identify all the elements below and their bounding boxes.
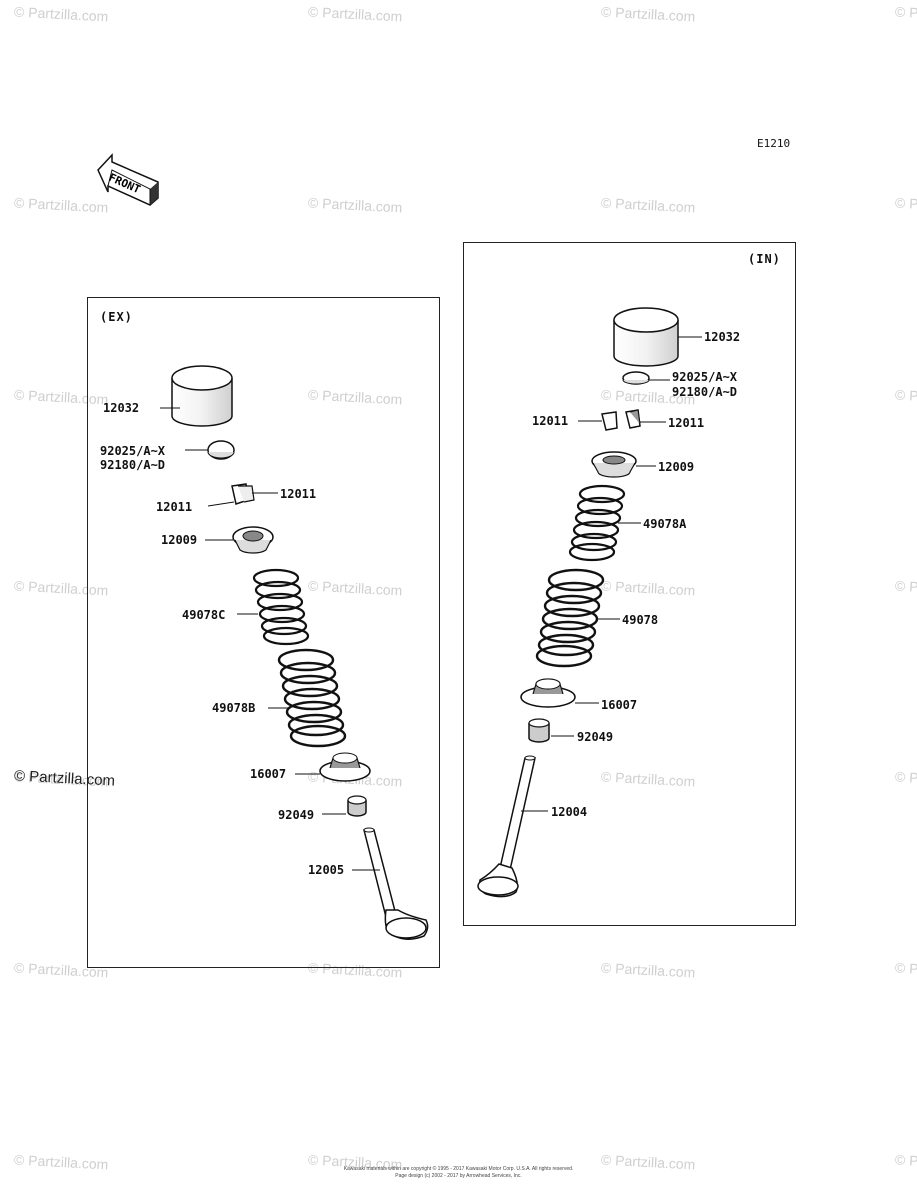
part-label-ex-12032[interactable]: 12032 <box>103 401 140 415</box>
in-valve-icon <box>477 755 536 898</box>
part-label-in-92025[interactable]: 92025/A~X <box>672 370 738 384</box>
in-valve-stem-seal-icon <box>528 718 550 743</box>
part-label-in-12011-right[interactable]: 12011 <box>668 416 705 430</box>
part-label-ex-12011-right[interactable]: 12011 <box>280 487 317 501</box>
ex-shim-icon <box>207 440 235 460</box>
part-label-in-12004[interactable]: 12004 <box>551 805 588 819</box>
part-label-ex-92025[interactable]: 92025/A~X <box>100 444 166 458</box>
ex-tappet-icon <box>171 365 233 427</box>
exhaust-panel <box>87 297 440 968</box>
part-label-ex-92049[interactable]: 92049 <box>278 808 315 822</box>
in-tappet-icon <box>613 307 679 367</box>
copyright-notice: Kawasaki materials within are copyright … <box>0 1166 917 1180</box>
part-label-in-12011-left[interactable]: 12011 <box>532 414 569 428</box>
diagram-ref-code: E1210 <box>757 137 791 150</box>
part-label-in-49078a[interactable]: 49078A <box>643 517 687 531</box>
part-label-in-16007[interactable]: 16007 <box>601 698 638 712</box>
ex-valve-stem-seal-icon <box>347 795 367 817</box>
ex-spring-seat-icon <box>319 752 371 782</box>
part-label-in-49078[interactable]: 49078 <box>622 613 659 627</box>
part-label-ex-92180[interactable]: 92180/A~D <box>100 458 166 472</box>
in-shim-icon <box>622 371 650 385</box>
ex-inner-spring-icon <box>252 568 310 646</box>
part-label-ex-12009[interactable]: 12009 <box>161 533 198 547</box>
part-label-ex-12005[interactable]: 12005 <box>308 863 345 877</box>
part-label-in-92049[interactable]: 92049 <box>577 730 614 744</box>
part-label-ex-16007[interactable]: 16007 <box>250 767 287 781</box>
part-label-in-12032[interactable]: 12032 <box>704 330 741 344</box>
part-label-in-92180[interactable]: 92180/A~D <box>672 385 738 399</box>
copyright-line: Kawasaki materials within are copyright … <box>343 1166 574 1172</box>
in-inner-spring-icon <box>568 484 626 562</box>
ex-keeper-icon <box>231 483 255 505</box>
ex-valve-icon <box>363 827 429 940</box>
part-label-ex-49078c[interactable]: 49078C <box>182 608 226 622</box>
ex-outer-spring-icon <box>277 648 347 748</box>
front-arrow-icon: FRONT <box>97 153 159 206</box>
part-label-ex-12011-left[interactable]: 12011 <box>156 500 193 514</box>
copyright-line: Page design (c) 2002 - 2017 by Arrowhead… <box>395 1173 522 1179</box>
ex-retainer-icon <box>232 526 274 554</box>
intake-panel <box>463 242 796 926</box>
in-keeper-icon <box>601 409 641 431</box>
in-spring-seat-icon <box>520 678 576 708</box>
intake-section-label: (IN) <box>748 252 781 266</box>
exhaust-section-label: (EX) <box>100 310 133 324</box>
in-retainer-icon <box>591 451 637 478</box>
part-label-ex-49078b[interactable]: 49078B <box>212 701 256 715</box>
part-label-in-12009[interactable]: 12009 <box>658 460 695 474</box>
in-outer-spring-icon <box>535 568 605 668</box>
